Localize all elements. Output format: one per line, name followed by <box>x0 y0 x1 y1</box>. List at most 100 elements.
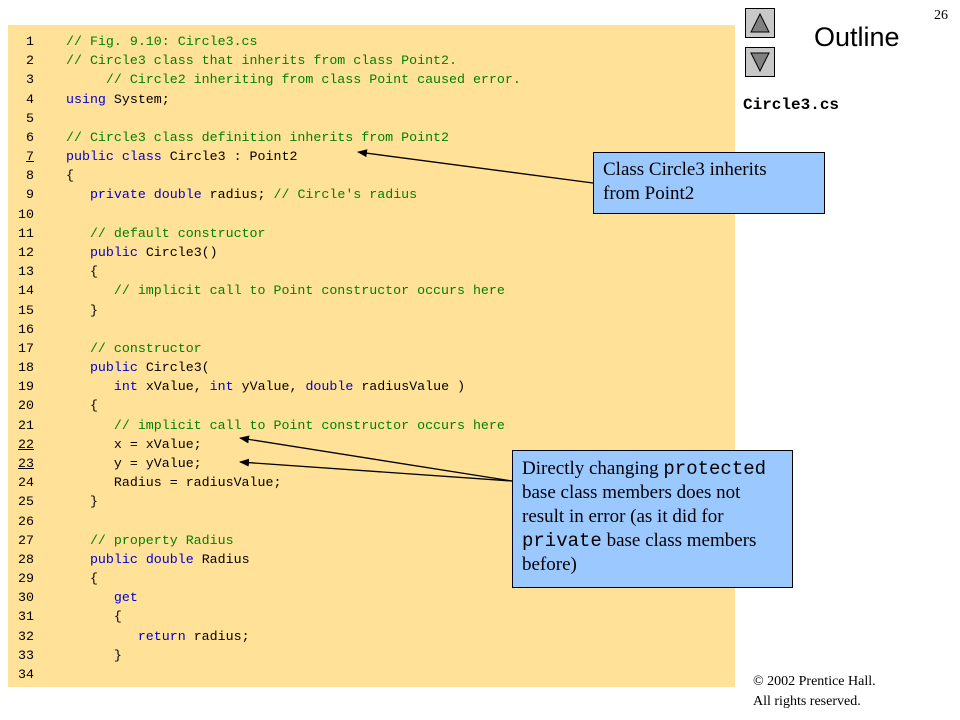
callout-private-keyword: private <box>522 530 602 552</box>
file-name: Circle3.cs <box>743 96 840 114</box>
code-line: 12 public Circle3() <box>8 243 218 262</box>
line-number: 31 <box>18 609 34 625</box>
line-number: 33 <box>18 647 34 663</box>
code-text <box>66 379 114 394</box>
line-number: 32 <box>18 628 34 644</box>
code-line: 21 // implicit call to Point constructor… <box>8 416 505 435</box>
code-keyword: get <box>113 590 138 606</box>
code-keyword: public <box>89 244 138 260</box>
code-text: y = yValue; <box>66 455 202 471</box>
code-text: { <box>66 571 98 587</box>
code-text: { <box>66 168 74 184</box>
code-comment: // Circle3 class definition inherits fro… <box>66 129 450 145</box>
code-line: 2// Circle3 class that inherits from cla… <box>8 51 457 70</box>
code-line: 5 <box>8 109 66 128</box>
code-keyword: class <box>121 149 162 165</box>
code-text <box>114 149 122 164</box>
outline-title: Outline <box>814 22 900 52</box>
code-keyword: int <box>113 379 138 395</box>
code-text: Circle3() <box>137 244 218 260</box>
code-text: Circle3 : Point2 <box>161 149 298 165</box>
copyright: © 2002 Prentice Hall. All rights reserve… <box>753 672 876 712</box>
callout-protected-keyword: protected <box>663 458 767 480</box>
callout-protected-text3: base class members before) <box>522 530 757 575</box>
code-line: 24 Radius = radiusValue; <box>8 473 281 492</box>
code-line: 20 { <box>8 396 98 415</box>
code-line: 30 get <box>8 588 138 607</box>
code-line: 10 <box>8 205 66 224</box>
slide-number: 26 <box>934 8 948 23</box>
callout-protected: Directly changing protected base class m… <box>512 450 793 588</box>
code-text <box>66 187 90 202</box>
callout-inherits-line1: Class Circle3 inherits <box>603 159 767 180</box>
code-comment: // implicit call to Point constructor oc… <box>66 283 505 299</box>
code-keyword: double <box>145 551 194 567</box>
code-line: 6 // Circle3 class definition inherits fr… <box>8 128 449 147</box>
code-text <box>66 360 90 375</box>
code-keyword: double <box>305 379 354 395</box>
code-line: 13 { <box>8 262 98 281</box>
code-text: } <box>66 647 122 663</box>
code-line: 8{ <box>8 166 74 185</box>
code-comment: // Circle's radius <box>273 187 418 203</box>
code-line: 18 public Circle3( <box>8 358 210 377</box>
code-line: 26 <box>8 512 66 531</box>
line-number: 8 <box>26 168 34 184</box>
line-number: 6 <box>26 129 34 145</box>
code-keyword: public <box>89 551 138 567</box>
code-keyword: int <box>209 379 234 395</box>
code-text: Radius <box>193 551 250 567</box>
code-line: 32 return radius; <box>8 627 250 646</box>
code-text: { <box>66 398 98 414</box>
line-number: 10 <box>18 206 34 222</box>
code-line: 15 } <box>8 301 98 320</box>
previous-slide-button[interactable] <box>745 8 775 38</box>
line-number: 29 <box>18 571 34 587</box>
callout-protected-text2: base class members does not result in er… <box>522 482 741 527</box>
code-line: 19 int xValue, int yValue, double radius… <box>8 377 465 396</box>
code-text: radiusValue ) <box>353 379 466 395</box>
code-line: 31 { <box>8 607 122 626</box>
copyright-line2: All rights reserved. <box>753 694 861 709</box>
code-line: 23 y = yValue; <box>8 454 202 473</box>
code-text <box>66 629 138 644</box>
line-number: 1 <box>26 34 34 49</box>
code-line: 14 // implicit call to Point constructor… <box>8 281 505 300</box>
callout-inherits: Class Circle3 inherits from Point2 <box>593 152 825 214</box>
code-text: System; <box>105 91 170 107</box>
line-number: 18 <box>18 360 34 376</box>
code-comment: // Circle2 inheriting from class Point c… <box>66 72 521 88</box>
code-text: { <box>66 264 98 280</box>
code-keyword: public <box>66 149 114 165</box>
code-line: 9 private double radius; // Circle's rad… <box>8 185 417 204</box>
code-keyword: double <box>153 187 202 203</box>
code-line: 29 { <box>8 569 98 588</box>
code-line: 33 } <box>8 646 122 665</box>
line-number: 28 <box>18 551 34 567</box>
line-number: 5 <box>26 110 34 126</box>
next-slide-button[interactable] <box>745 47 775 77</box>
code-text: } <box>66 494 98 510</box>
line-number: 13 <box>18 264 34 280</box>
line-number: 26 <box>18 513 34 529</box>
line-number: 7 <box>26 149 34 165</box>
code-text: Circle3( <box>137 360 210 376</box>
code-text <box>146 187 154 202</box>
code-comment: // Circle3 class that inherits from clas… <box>66 53 457 69</box>
code-line: 28 public double Radius <box>8 550 250 569</box>
code-line: 16 <box>8 320 66 339</box>
line-number: 15 <box>18 302 34 318</box>
code-line: 25 } <box>8 492 98 511</box>
code-comment: // default constructor <box>66 225 266 241</box>
code-comment: // Fig. 9.10: Circle3.cs <box>66 34 258 49</box>
code-text <box>66 245 90 260</box>
line-number: 16 <box>18 321 34 337</box>
line-number: 12 <box>18 244 34 260</box>
code-line: 1 // Fig. 9.10: Circle3.cs <box>8 32 258 51</box>
code-line: 22 x = xValue; <box>8 435 202 454</box>
line-number: 17 <box>18 340 34 356</box>
code-keyword: public <box>89 360 138 376</box>
code-text: xValue, <box>137 379 210 395</box>
line-number: 14 <box>18 283 34 299</box>
